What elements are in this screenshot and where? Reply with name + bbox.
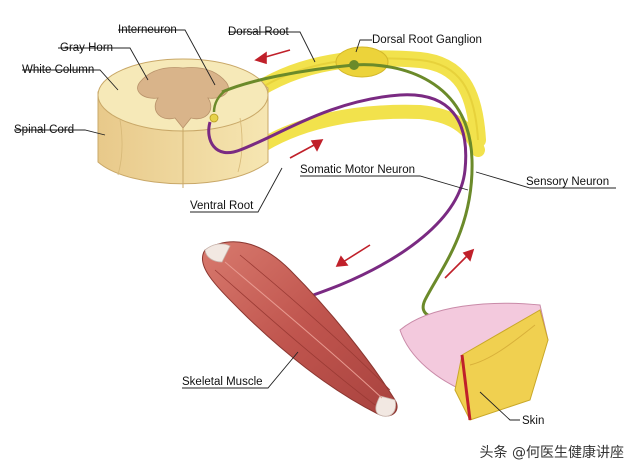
arrow-ventral [289,143,317,159]
label-skin: Skin [522,415,544,427]
arrow-sensory-head [462,248,475,262]
arrow-motor-head [335,255,349,267]
spinal-cord-shape [97,58,269,188]
label-ventral-root: Ventral Root [190,200,254,212]
dorsal-root-ganglion-shape [335,46,389,78]
arrow-sensory [444,254,469,279]
arrow-ventral-head [310,139,324,152]
watermark: 头条 @何医生健康讲座 [475,441,628,463]
interneuron-cell [209,113,219,123]
motor-neuron-path [207,93,468,307]
direction-arrows [254,49,475,279]
label-spinal-cord: Spinal Cord [14,124,74,136]
sensory-neuron-path [221,63,474,321]
label-white-column: White Column [22,64,94,76]
label-somatic-motor-neuron: Somatic Motor Neuron [300,164,415,176]
skeletal-muscle-shape [201,241,398,417]
label-sensory-neuron: Sensory Neuron [526,176,609,188]
label-dorsal-root-ganglion: Dorsal Root Ganglion [372,34,482,46]
skin-shape [399,302,549,421]
label-gray-horn: Gray Horn [60,42,113,54]
label-interneuron: Interneuron [118,24,177,36]
leader-lines [14,29,616,421]
label-dorsal-root: Dorsal Root [228,26,290,38]
arrow-motor [342,244,371,263]
label-skeletal-muscle: Skeletal Muscle [182,376,263,388]
arrow-dorsal-head [254,51,267,65]
